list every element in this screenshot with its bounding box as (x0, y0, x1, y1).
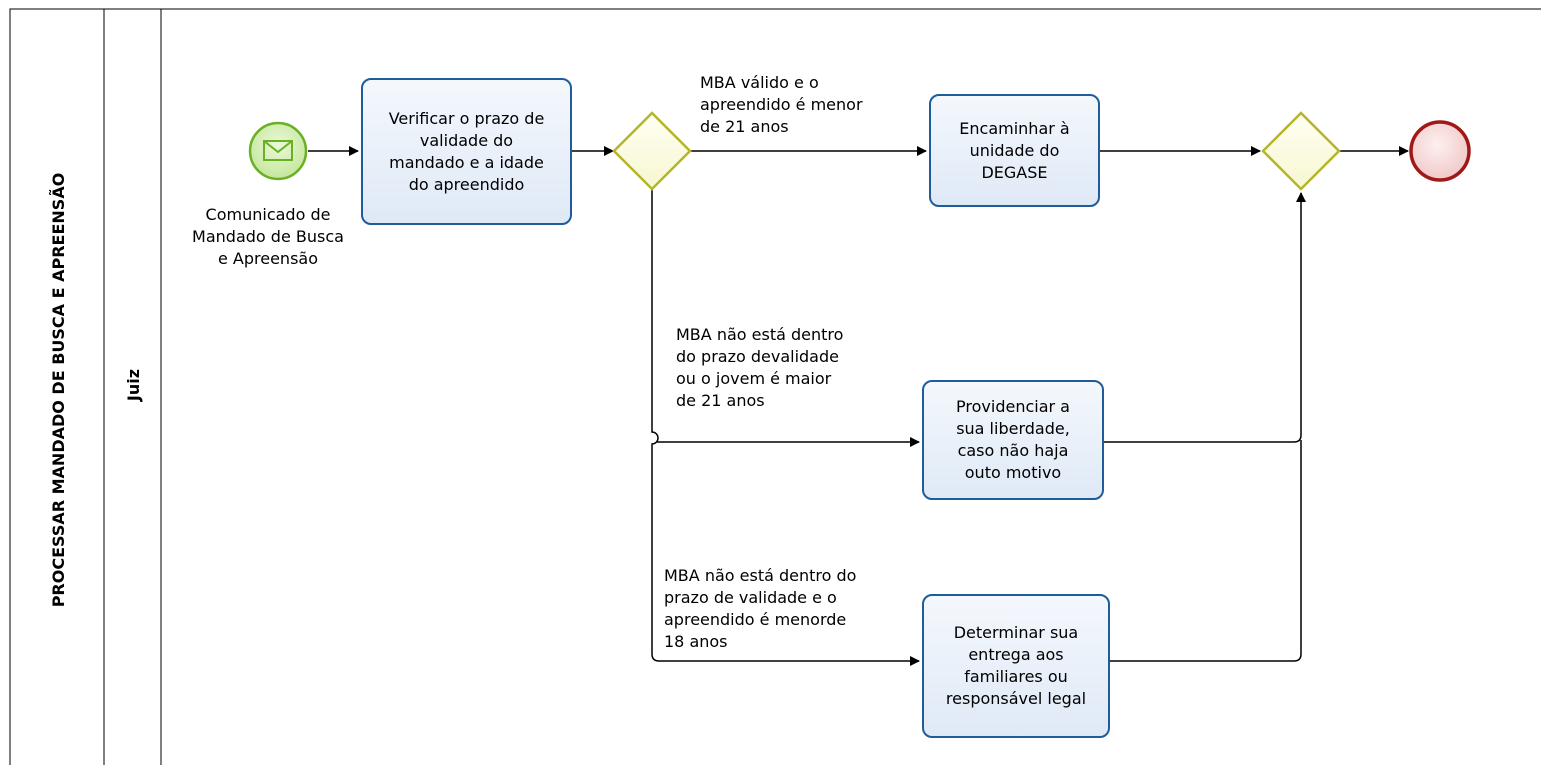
task-provide-release[interactable]: Providenciar a sua liberdade, caso não h… (922, 380, 1104, 500)
end-event[interactable] (1409, 120, 1471, 182)
task-verify-label: Verificar o prazo de validade do mandado… (388, 108, 545, 194)
pool-frame (9, 8, 1541, 765)
flow-release-to-join (1104, 192, 1306, 443)
exclusive-gateway-join[interactable] (1261, 111, 1341, 191)
flow-deliver-to-join (1110, 440, 1302, 662)
start-event-label: Comunicado de Mandado de Busca e Apreens… (192, 205, 344, 268)
task-deliver-label: Determinar sua entrega aos familiares ou… (945, 623, 1087, 708)
task-verify-deadline-and-age[interactable]: Verificar o prazo de validade do mandado… (361, 78, 572, 225)
flow-split-to-deliver (651, 188, 920, 666)
task-release-label: Providenciar a sua liberdade, caso não h… (956, 397, 1070, 482)
exclusive-gateway-split[interactable] (612, 111, 692, 191)
envelope-icon (263, 140, 293, 161)
lane-title: Juiz (124, 369, 143, 402)
task-forward-label: Encaminhar à unidade do DEGASE (959, 118, 1070, 182)
pool-title: PROCESSAR MANDADO DE BUSCA E APREENSÃO (49, 173, 68, 608)
task-deliver-to-family[interactable]: Determinar sua entrega aos familiares ou… (922, 594, 1110, 738)
task-forward-to-degase[interactable]: Encaminhar à unidade do DEGASE (929, 94, 1100, 207)
condition-under18-label: MBA não está dentro do prazo de validade… (664, 566, 857, 651)
start-message-event[interactable] (248, 121, 308, 181)
condition-valid-label: MBA válido e o apreendido é menor de 21 … (700, 73, 863, 136)
condition-over21-label: MBA não está dentro do prazo devalidade … (676, 325, 844, 410)
